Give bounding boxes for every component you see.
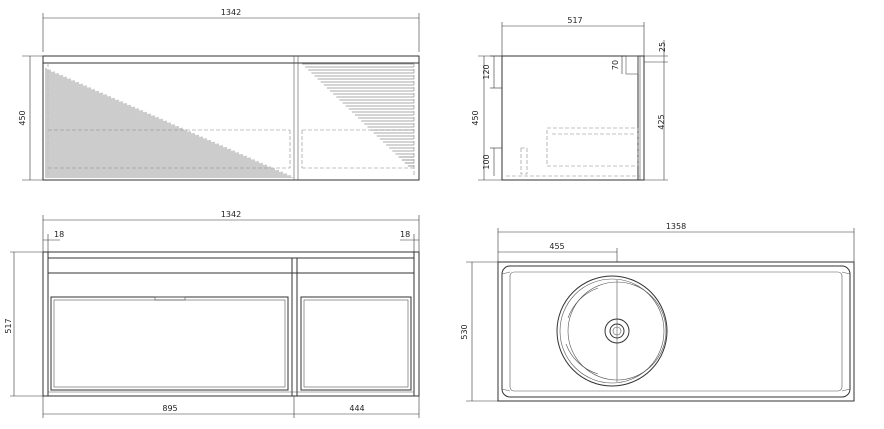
dim-side-height-label: 450 [471,110,480,125]
side-elevation-view: 517 450 120 100 25 425 [471,16,668,181]
dim-side-upper-label: 120 [482,64,491,79]
dim-side-depth-label: 517 [567,16,582,25]
dim-plan-left-section-label: 895 [162,404,177,413]
dim-side-inner-height-label: 425 [657,114,666,129]
dim-side-cutout-label: 70 [611,60,620,70]
dim-front-width: 1342 [42,8,420,52]
front-elevation-view: 1342 450 [18,8,420,181]
dim-side-top-offset: 25 [644,40,668,63]
dim-front-height: 450 [18,55,43,181]
dim-side-upper: 120 [482,55,502,89]
top-view: 1358 455 530 [460,222,855,402]
dim-side-top-offset-label: 25 [658,42,667,52]
dim-side-inner-height: 425 [644,62,668,181]
front-outline [42,55,420,181]
dim-top-width: 1358 [497,222,855,262]
dim-plan-width: 1342 [42,210,420,252]
dim-plan-side-right-label: 18 [400,230,410,239]
plan-outline [42,251,420,397]
dim-front-height-label: 450 [18,110,27,125]
dim-side-cutout: 70 [611,56,623,74]
dim-front-width-label: 1342 [221,8,241,17]
countertop-rim [501,265,851,398]
dim-plan-depth: 517 [4,251,43,397]
dim-top-basin-offset-label: 455 [549,242,564,251]
dim-top-depth-label: 530 [460,324,469,339]
drain-outer [604,318,630,344]
plan-view: 1342 18 18 517 895 444 [4,210,420,418]
dim-plan-width-label: 1342 [221,210,241,219]
dim-plan-side-left-label: 18 [54,230,64,239]
side-outline [501,55,645,181]
dim-plan-side-left: 18 [43,230,64,252]
dim-plan-right-section-label: 444 [349,404,364,413]
fluted-slats-left [45,68,293,178]
dim-top-width-label: 1358 [666,222,686,231]
drawer-left [50,296,289,391]
drawer-right [300,296,412,391]
dim-side-lower: 100 [482,147,502,176]
dim-side-lower-label: 100 [482,154,491,169]
dim-plan-side-right: 18 [400,230,419,252]
drain-inner [609,323,625,339]
dim-top-basin-offset: 455 [498,242,618,262]
countertop-outline [497,261,855,402]
fluted-slats-right [302,63,414,167]
dim-plan-sections: 895 444 [42,396,420,418]
dim-side-depth: 517 [501,16,645,56]
dim-top-depth: 530 [460,261,498,402]
dim-plan-depth-label: 517 [4,318,13,333]
basin-outer [556,275,668,387]
